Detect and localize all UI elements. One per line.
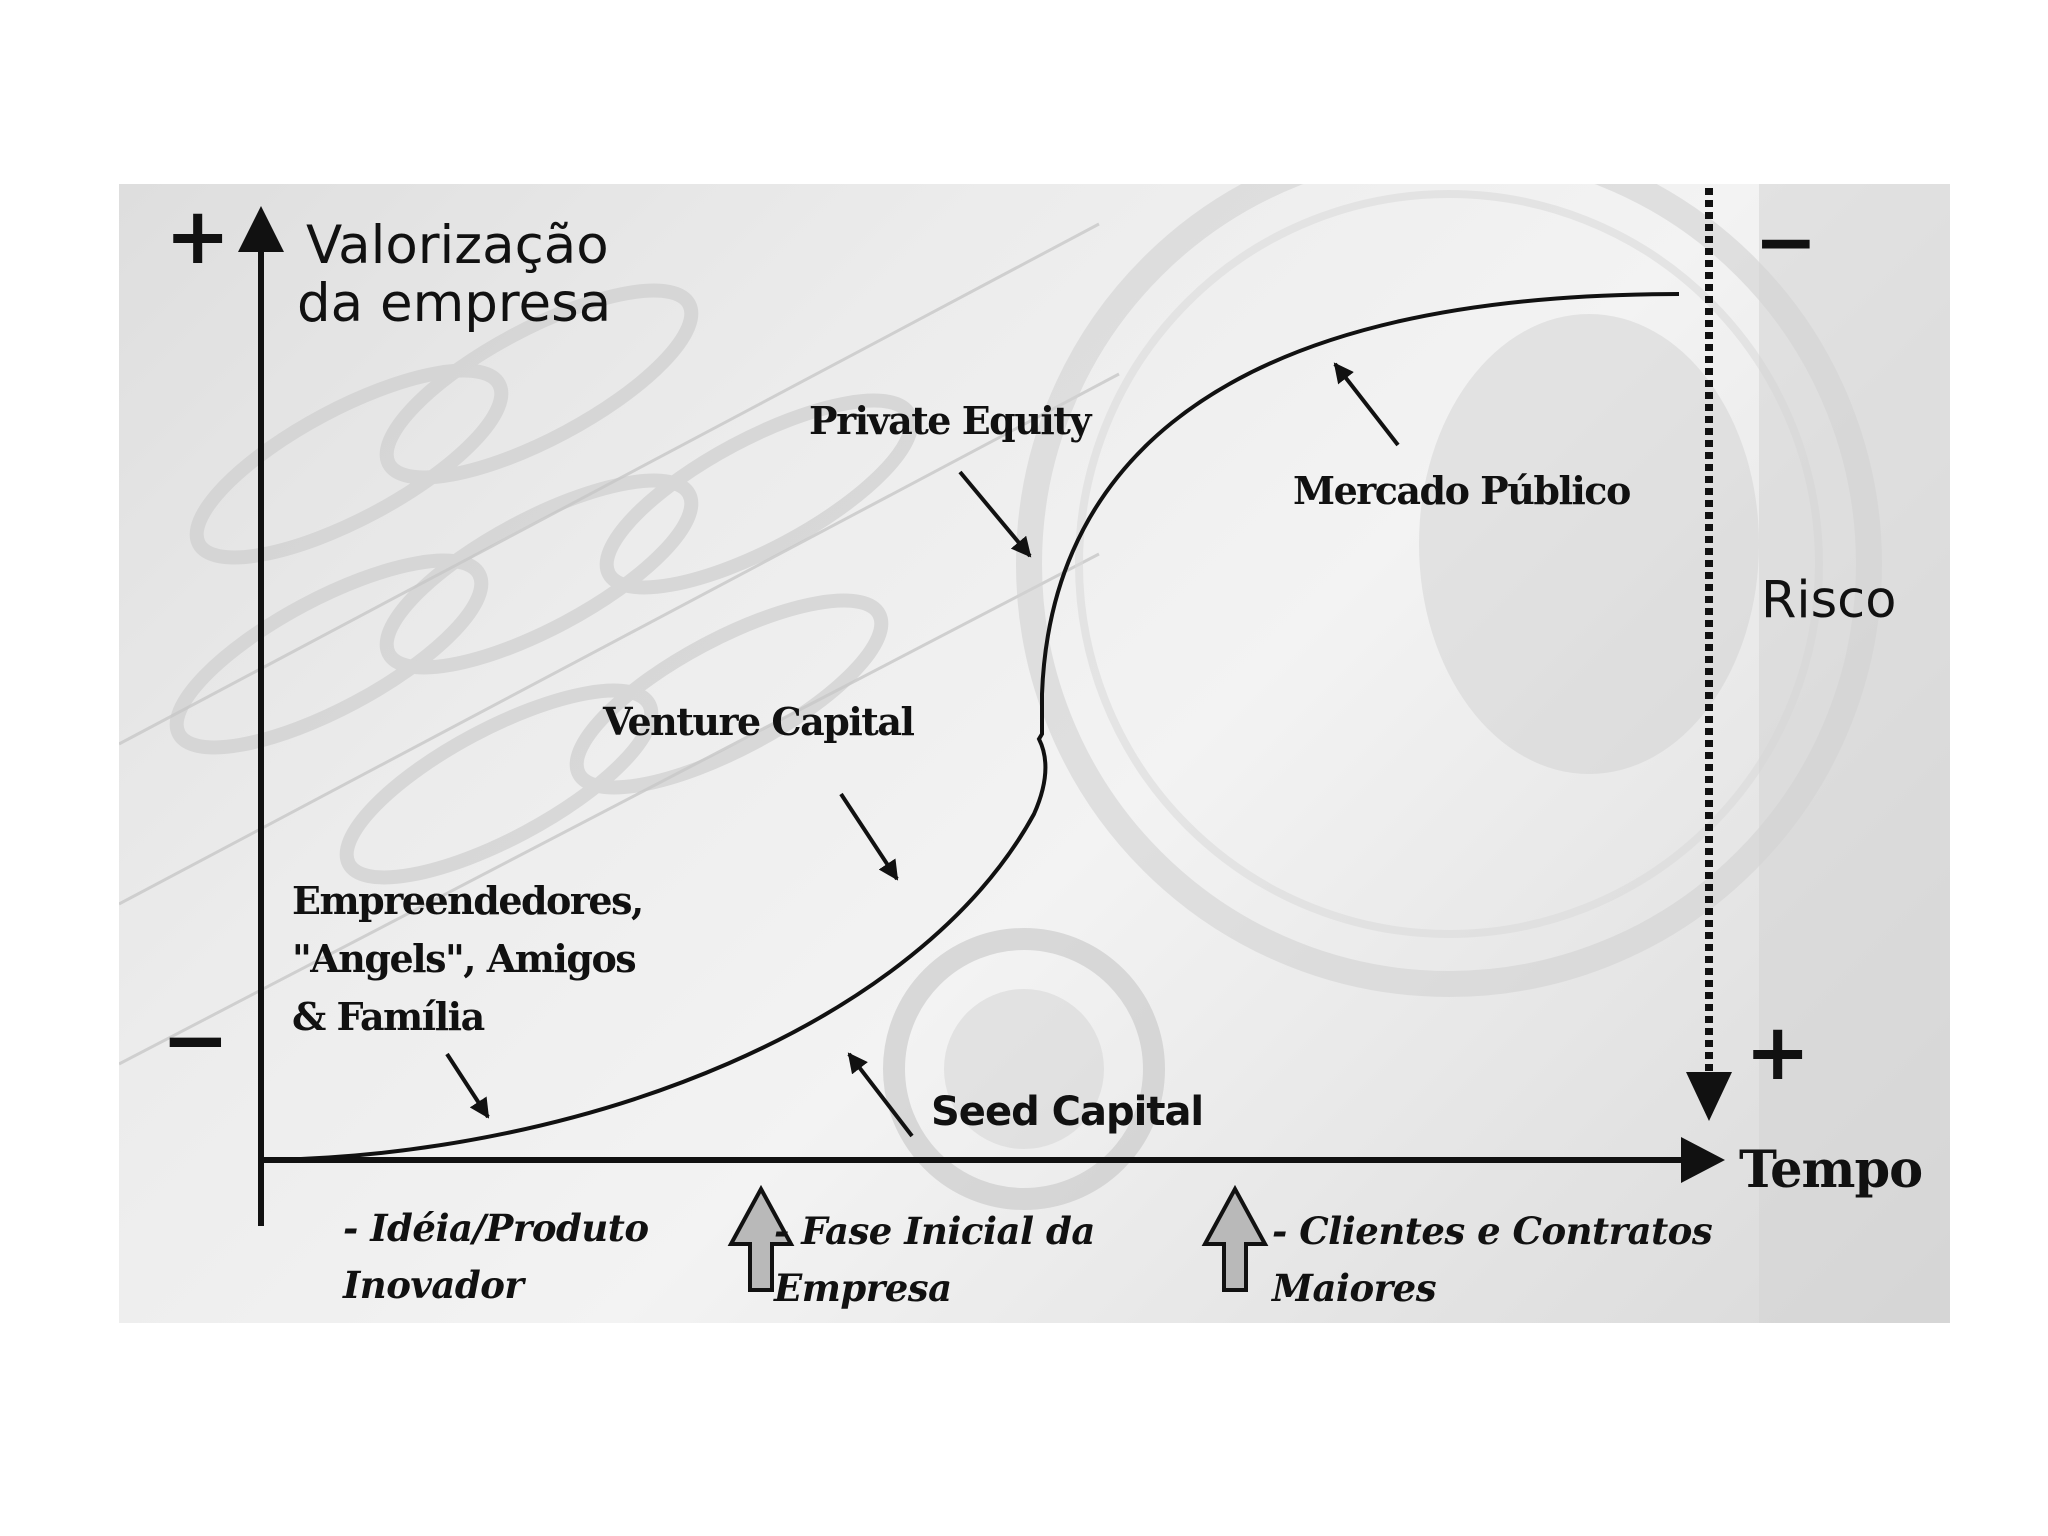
y-axis-minus-sign: − <box>161 993 230 1088</box>
risk-axis-plus-sign: + <box>1745 1008 1811 1098</box>
y-axis-title-line2: da empresa <box>297 273 612 334</box>
stage-label-seed-capital: Seed Capital <box>931 1089 1204 1135</box>
milestone-2-line1: - Fase Inicial da <box>774 1209 1095 1253</box>
milestone-arrow-fase-inicial <box>727 1184 795 1292</box>
stage-label-mercado-publico: Mercado Público <box>1293 468 1631 513</box>
y-axis-plus-sign: + <box>165 192 231 282</box>
stage-label-private-equity: Private Equity <box>809 398 1091 443</box>
stage-label-empreendedores-line3: & Família <box>292 994 485 1039</box>
milestone-arrow-clientes <box>1201 1184 1269 1292</box>
milestone-3-line1: - Clientes e Contratos <box>1272 1209 1713 1253</box>
stage-label-venture-capital: Venture Capital <box>603 699 915 744</box>
stage-label-empreendedores-line2: "Angels", Amigos <box>292 936 637 981</box>
venture-capital-arrow <box>839 792 899 881</box>
stage-label-empreendedores-line1: Empreendedores, <box>292 878 644 923</box>
diagram-drawing <box>238 188 1732 1292</box>
milestone-2-line2: Empresa <box>774 1266 952 1310</box>
banknote-background <box>119 184 1950 1323</box>
milestone-1-line2: Inovador <box>343 1263 524 1307</box>
milestone-1-line1: - Idéia/Produto <box>343 1206 649 1250</box>
risk-axis-arrowhead <box>1686 1072 1732 1121</box>
risk-axis-minus-sign: − <box>1754 197 1818 286</box>
private-equity-arrow <box>958 470 1032 558</box>
risk-axis-title: Risco <box>1761 571 1897 630</box>
empreendedores-arrow <box>445 1052 490 1119</box>
x-axis-title: Tempo <box>1739 1140 1923 1200</box>
y-axis-arrowhead <box>238 206 284 252</box>
mercado-publico-arrow <box>1333 362 1400 447</box>
venture-capital-cycle-diagram: + − Valorização da empresa − Risco + Tem… <box>119 184 1950 1323</box>
seed-capital-arrow <box>847 1052 914 1138</box>
valuation-s-curve <box>268 292 1680 1162</box>
milestone-3-line2: Maiores <box>1272 1266 1437 1310</box>
x-axis-arrowhead <box>1681 1137 1725 1183</box>
y-axis-title-line1: Valorização <box>306 215 609 276</box>
